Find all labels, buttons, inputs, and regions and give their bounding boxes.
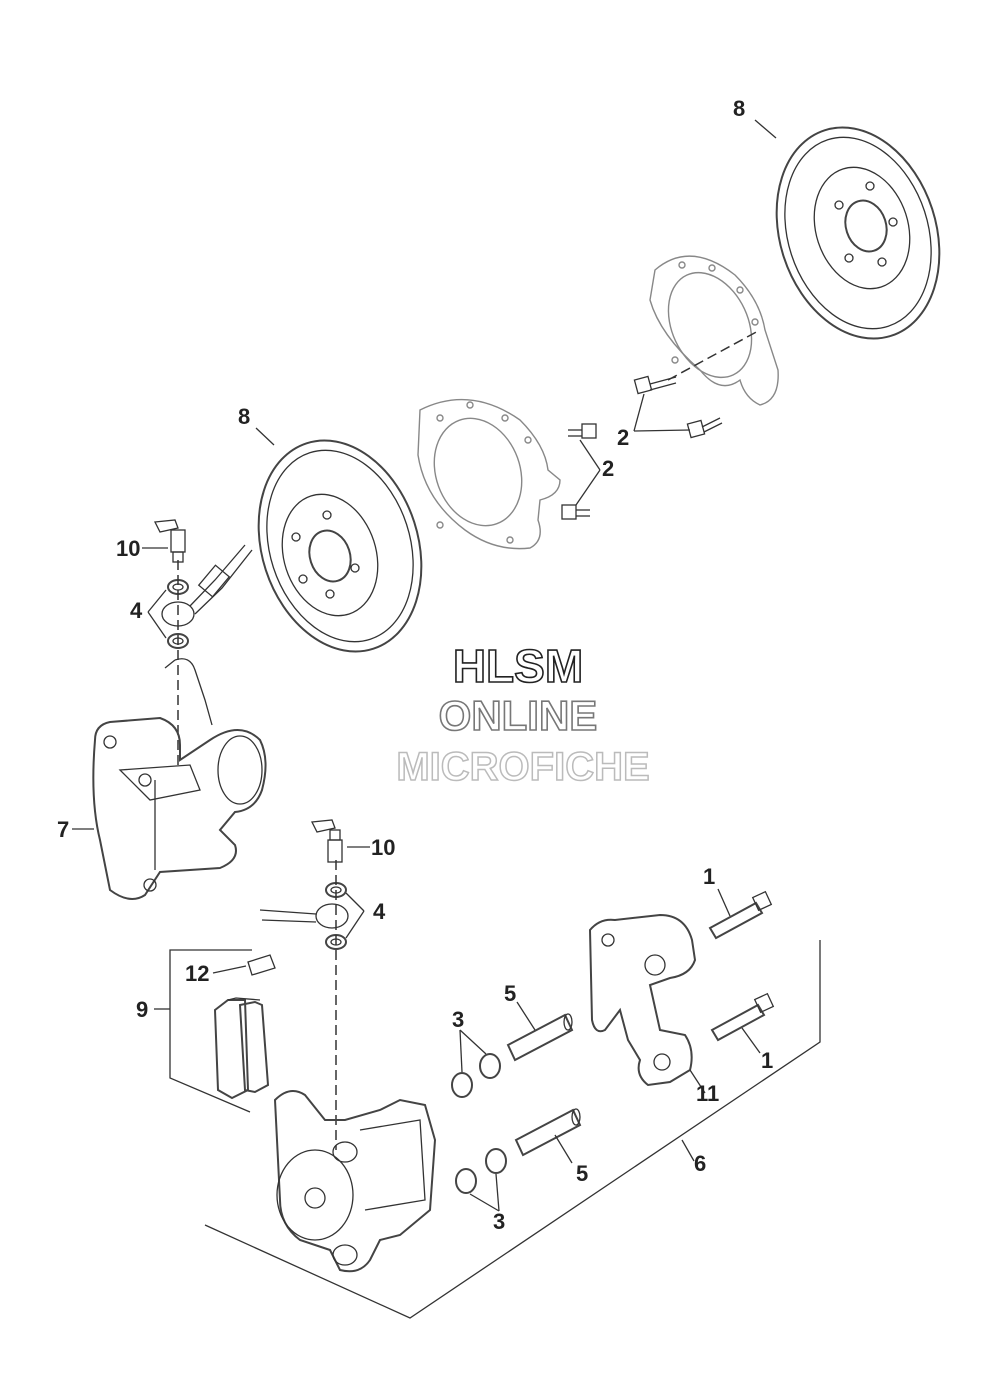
watermark: HLSM ONLINE MICROFICHE (396, 639, 651, 790)
bleeder-valve-lower (310, 819, 343, 863)
callout-6: 6 (694, 1151, 706, 1176)
callout-3-upper: 3 (452, 1007, 464, 1032)
caliper-bracket (588, 913, 697, 1087)
callout-7: 7 (57, 817, 69, 842)
bolt-axis-line (667, 329, 761, 381)
bleeder-valve-upper (153, 519, 186, 563)
callout-1-upper: 1 (703, 864, 715, 889)
callout-10-upper: 10 (116, 536, 140, 561)
brake-pad-clip (247, 954, 276, 976)
callout-2-upper: 2 (617, 425, 629, 450)
brake-rotor-lower (257, 439, 423, 653)
brake-pads (213, 997, 270, 1100)
bolt-2-upper-b (686, 417, 723, 439)
dust-shield-middle (417, 398, 561, 550)
callout-1-lower: 1 (761, 1048, 773, 1073)
watermark-line3: MICROFICHE (396, 745, 649, 789)
bracket-bolt-upper (708, 890, 773, 940)
callout-4-lower: 4 (373, 899, 386, 924)
callout-8-lower: 8 (238, 404, 250, 429)
slide-pin-lower (514, 1108, 582, 1157)
callout-11: 11 (696, 1081, 719, 1106)
seals-lower (455, 1148, 507, 1194)
callout-2-middle: 2 (602, 456, 614, 481)
watermark-line1: HLSM (453, 640, 583, 692)
dust-shield-upper (649, 255, 779, 406)
bracket-bolt-lower (710, 992, 775, 1042)
callout-5-lower: 5 (576, 1161, 588, 1186)
callout-4-upper: 4 (130, 598, 143, 623)
bolt-2-middle-b (561, 504, 590, 520)
callout-5-upper: 5 (504, 981, 516, 1006)
brake-caliper-upper (92, 658, 267, 900)
seals-upper (451, 1053, 501, 1098)
callout-labels: 8 8 2 2 10 4 7 10 4 12 9 3 5 5 3 11 1 1 … (57, 96, 773, 1234)
brake-rotor-upper (775, 126, 941, 340)
callout-12: 12 (185, 961, 209, 986)
callout-8-upper: 8 (733, 96, 745, 121)
leader-lines (72, 119, 777, 1212)
slide-pin-upper (506, 1013, 574, 1062)
watermark-line2: ONLINE (439, 692, 598, 739)
callout-9: 9 (136, 997, 148, 1022)
callout-3-lower: 3 (493, 1209, 505, 1234)
callout-10-lower: 10 (371, 835, 395, 860)
brake-hose-upper (161, 544, 253, 627)
bolt-2-middle-a (568, 423, 597, 439)
assembly-bracket-line (204, 940, 821, 1319)
brake-hose-lower (259, 903, 349, 929)
pad-group-bracket (169, 949, 252, 1113)
brake-caliper-lower (273, 1090, 437, 1273)
